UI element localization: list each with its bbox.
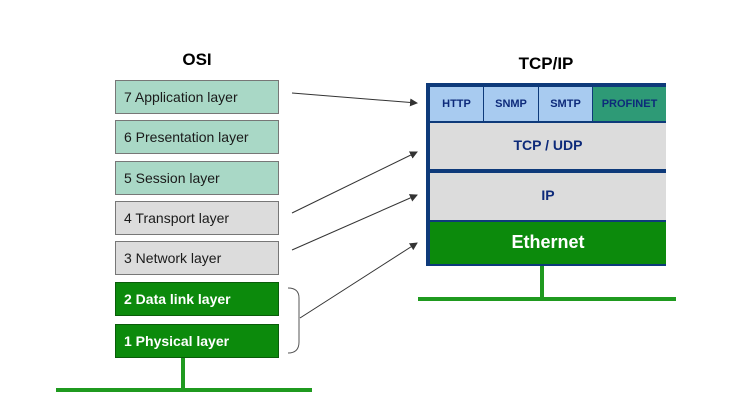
osi-layer-data-link: 2 Data link layer <box>115 282 279 316</box>
osi-layer-session: 5 Session layer <box>115 161 279 195</box>
arrow-datalink-to-ethernet <box>299 242 418 319</box>
osi-bus-stem <box>181 358 185 389</box>
arrow-application-to-protocols <box>291 92 418 107</box>
protocol-http: HTTP <box>430 87 484 121</box>
arrow-network-to-ip <box>291 194 418 251</box>
protocol-snmp: SNMP <box>484 87 539 121</box>
tcpip-layer-ethernet: Ethernet <box>430 222 666 264</box>
osi-layer-presentation: 6 Presentation layer <box>115 120 279 154</box>
tcpip-stack: HTTP SNMP SMTP PROFINET TCP / UDP IP Eth… <box>426 83 666 266</box>
bracket-data-link-physical <box>287 287 300 354</box>
osi-layer-network: 3 Network layer <box>115 241 279 275</box>
tcpip-title: TCP/IP <box>518 54 574 73</box>
osi-bus-line <box>56 388 312 392</box>
tcpip-layer-network: IP <box>430 173 666 220</box>
application-protocols: HTTP SNMP SMTP PROFINET <box>430 87 666 121</box>
tcpip-layer-transport: TCP / UDP <box>430 123 666 171</box>
osi-layer-physical: 1 Physical layer <box>115 324 279 358</box>
arrow-transport-to-tcp-udp <box>291 151 418 214</box>
osi-title: OSI <box>182 50 212 69</box>
protocol-profinet: PROFINET <box>593 87 666 121</box>
protocol-smtp: SMTP <box>539 87 593 121</box>
osi-layer-transport: 4 Transport layer <box>115 201 279 235</box>
tcpip-bus-line <box>418 297 676 301</box>
osi-layer-application: 7 Application layer <box>115 80 279 114</box>
tcpip-bus-stem <box>540 266 544 298</box>
